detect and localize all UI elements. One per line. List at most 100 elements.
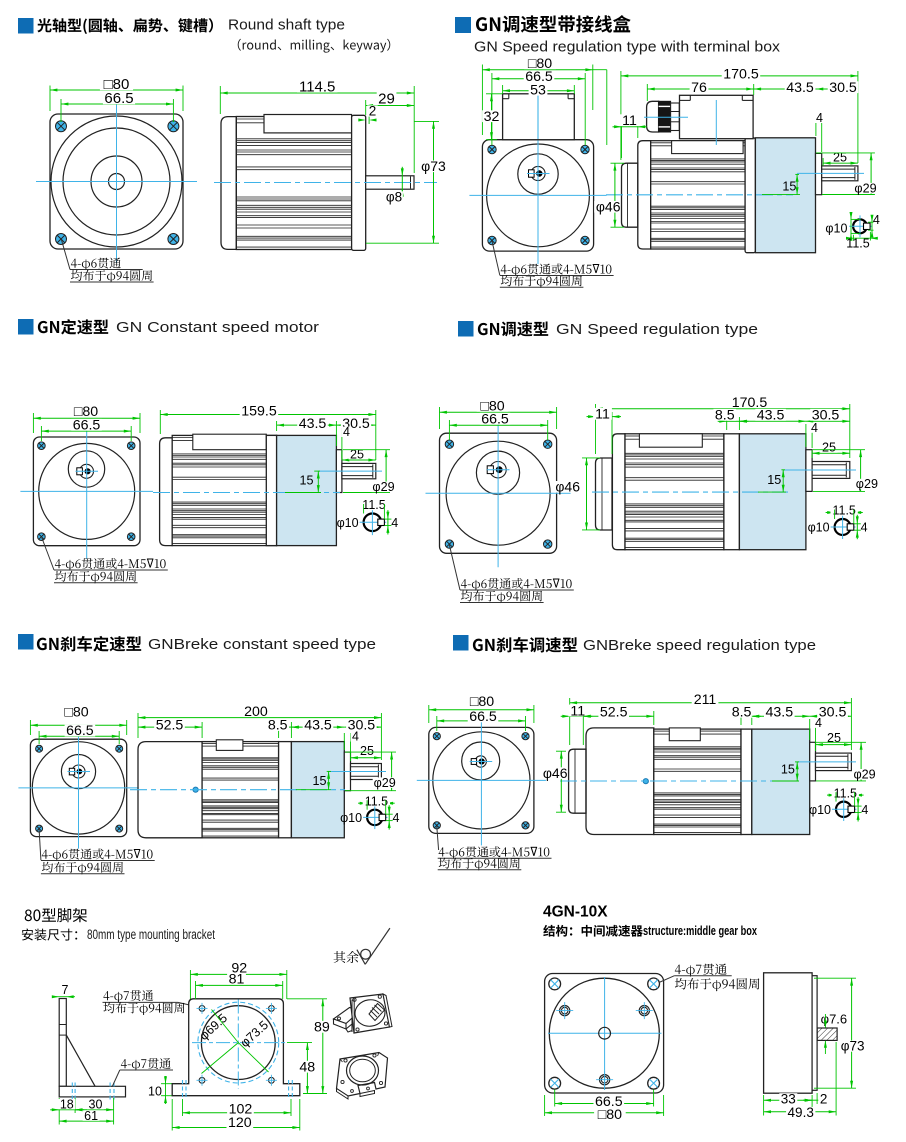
svg-text:66.5: 66.5	[469, 709, 497, 725]
svg-text:φ46: φ46	[596, 199, 621, 215]
svg-text:43.5: 43.5	[786, 80, 814, 96]
svg-text:66.5: 66.5	[525, 69, 553, 85]
svg-text:φ46: φ46	[555, 479, 580, 495]
svg-text:15: 15	[299, 474, 313, 488]
svg-text:43.5: 43.5	[304, 718, 332, 734]
svg-text:53: 53	[530, 83, 546, 99]
svg-text:92: 92	[231, 960, 247, 976]
svg-text:61: 61	[84, 1109, 98, 1123]
svg-text:89: 89	[314, 1020, 330, 1036]
svg-text:52.5: 52.5	[600, 705, 628, 721]
svg-text:11.5: 11.5	[834, 786, 857, 800]
svg-text:15: 15	[782, 180, 796, 194]
svg-text:Round shaft type: Round shaft type	[228, 17, 345, 34]
svg-text:52.5: 52.5	[156, 718, 184, 734]
svg-text:□80: □80	[104, 76, 130, 93]
svg-text:4: 4	[861, 521, 868, 535]
svg-text:φ29: φ29	[372, 480, 394, 494]
svg-text:32: 32	[484, 109, 500, 125]
svg-text:30.5: 30.5	[812, 408, 840, 424]
svg-text:φ7.6: φ7.6	[821, 1012, 848, 1027]
svg-text:φ10: φ10	[340, 811, 362, 825]
svg-text:11: 11	[570, 703, 585, 719]
svg-text:φ10: φ10	[808, 521, 830, 535]
svg-text:φ29: φ29	[374, 776, 396, 790]
svg-text:□80: □80	[598, 1107, 622, 1123]
svg-text:43.5: 43.5	[757, 408, 785, 424]
svg-text:10: 10	[148, 1085, 162, 1099]
svg-text:170.5: 170.5	[732, 395, 768, 411]
svg-text:29: 29	[378, 91, 395, 108]
svg-text:□80: □80	[528, 56, 552, 72]
svg-text:φ10: φ10	[809, 803, 831, 817]
svg-text:4GN-10X: 4GN-10X	[543, 904, 608, 921]
svg-text:30: 30	[89, 1097, 103, 1111]
svg-text:49.3: 49.3	[788, 1105, 814, 1120]
svg-text:30.5: 30.5	[348, 718, 376, 734]
svg-text:4: 4	[816, 111, 823, 125]
svg-text:4: 4	[861, 803, 868, 817]
svg-text:φ73: φ73	[421, 158, 446, 174]
svg-text:11.5: 11.5	[362, 498, 385, 512]
svg-text:43.5: 43.5	[299, 416, 327, 432]
svg-text:66.5: 66.5	[73, 418, 101, 434]
svg-text:4: 4	[811, 421, 818, 435]
svg-text:66.5: 66.5	[595, 1094, 623, 1110]
svg-text:□80: □80	[470, 694, 494, 710]
svg-text:25: 25	[822, 441, 836, 455]
svg-text:11.5: 11.5	[832, 504, 855, 518]
svg-text:structure:middle gear box: structure:middle gear box	[643, 924, 757, 938]
svg-text:GN Constant speed motor: GN Constant speed motor	[116, 319, 319, 336]
svg-text:4: 4	[391, 516, 398, 530]
svg-text:15: 15	[312, 774, 326, 788]
svg-text:11: 11	[595, 407, 610, 423]
svg-text:□80: □80	[64, 704, 88, 720]
svg-text:102: 102	[229, 1102, 253, 1118]
svg-text:GNBreke speed regulation type: GNBreke speed regulation type	[583, 637, 816, 654]
svg-text:φ8: φ8	[386, 189, 402, 204]
svg-text:11: 11	[622, 113, 637, 129]
svg-text:4: 4	[393, 811, 400, 825]
svg-text:φ29: φ29	[854, 768, 876, 782]
svg-text:4: 4	[815, 716, 822, 730]
svg-text:48: 48	[299, 1060, 315, 1076]
svg-text:4: 4	[352, 730, 359, 744]
svg-text:81: 81	[229, 971, 245, 987]
svg-text:2: 2	[369, 104, 377, 119]
svg-text:170.5: 170.5	[723, 66, 759, 82]
svg-text:8.5: 8.5	[715, 408, 735, 424]
svg-text:2: 2	[820, 1091, 828, 1106]
svg-text:33: 33	[781, 1091, 796, 1106]
svg-text:66.5: 66.5	[104, 90, 133, 107]
svg-text:25: 25	[833, 151, 847, 165]
svg-text:18: 18	[60, 1097, 74, 1111]
svg-text:4: 4	[873, 213, 880, 227]
svg-text:φ10: φ10	[337, 516, 359, 530]
svg-text:□80: □80	[480, 399, 504, 415]
svg-text:φ46: φ46	[543, 765, 568, 781]
svg-text:120: 120	[228, 1115, 252, 1131]
svg-text:30.5: 30.5	[819, 705, 847, 721]
svg-text:200: 200	[244, 704, 268, 720]
svg-text:GN Speed regulation type: GN Speed regulation type	[556, 321, 758, 338]
svg-text:7: 7	[62, 983, 69, 997]
svg-text:66.5: 66.5	[481, 411, 509, 427]
svg-text:76: 76	[691, 80, 707, 96]
svg-text:4: 4	[343, 425, 350, 439]
svg-text:φ10: φ10	[825, 221, 847, 235]
svg-text:11.5: 11.5	[365, 794, 388, 808]
svg-text:φ73: φ73	[841, 1039, 865, 1054]
svg-text:25: 25	[350, 447, 364, 461]
svg-text:25: 25	[827, 731, 841, 745]
svg-text:15: 15	[767, 473, 781, 487]
svg-text:211: 211	[694, 692, 717, 708]
svg-text:8.5: 8.5	[268, 718, 288, 734]
svg-text:GN Speed regulation type with: GN Speed regulation type with terminal b…	[474, 39, 781, 56]
svg-text:25: 25	[360, 744, 374, 758]
svg-text:□80: □80	[74, 404, 98, 420]
svg-text:114.5: 114.5	[299, 79, 335, 96]
svg-text:φ29: φ29	[856, 477, 878, 491]
svg-text:159.5: 159.5	[241, 404, 277, 420]
svg-text:43.5: 43.5	[765, 705, 793, 721]
svg-text:8.5: 8.5	[732, 705, 752, 721]
